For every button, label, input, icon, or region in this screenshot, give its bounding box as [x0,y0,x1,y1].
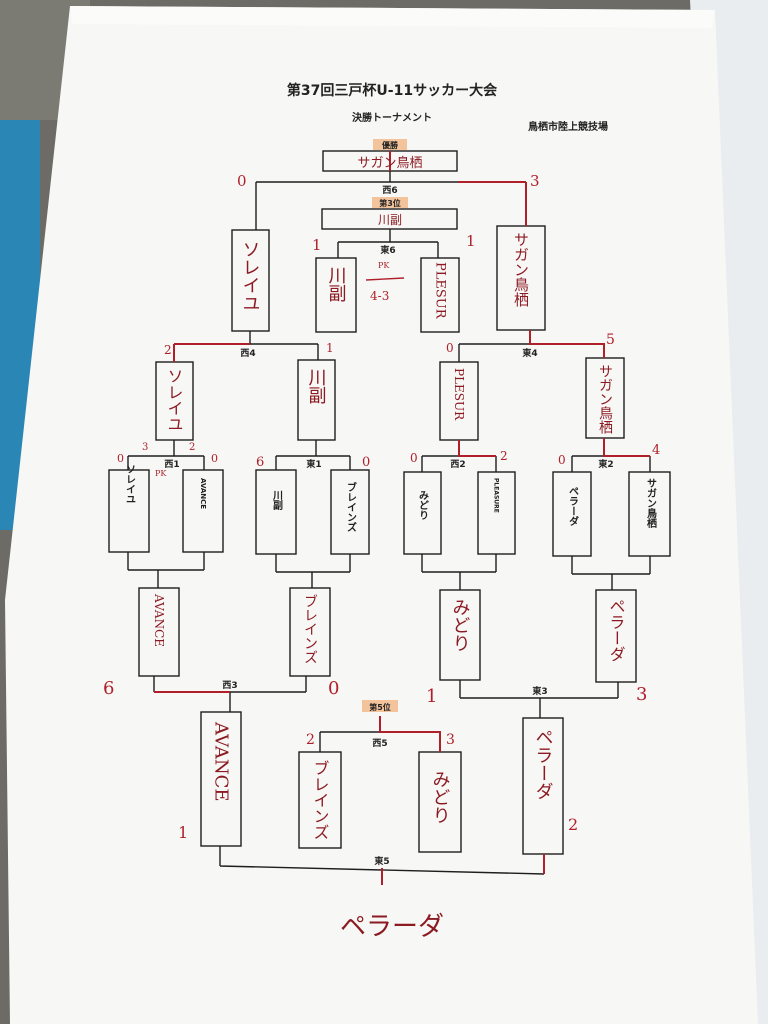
printed-teams: ソレイユ AVANCE 川副 ブレインズ みどり PLEASURE ペラーダ サ… [124,464,657,532]
paper-edge [70,6,715,28]
final-label: 優勝 [381,140,399,150]
score-w4-right: 1 [326,341,334,355]
paper-sheet [5,6,758,1024]
third-label-bg [372,197,408,208]
score-e4-left: 0 [446,341,454,355]
pk-score: 4-3 [370,289,389,303]
qf-soleil: ソレイユ [165,368,184,432]
score-w5-right: 3 [446,732,455,748]
match-higashi6: 東6 [380,244,395,256]
team-avance: AVANCE [199,478,207,509]
bracket-subtitle: 決勝トーナメント [352,111,432,124]
match-nishi2: 西2 [450,459,465,470]
third-label: 第3位 [379,198,401,208]
team-brains: ブレインズ [345,481,357,532]
score-e2-right: 4 [652,443,660,458]
fifth-label-bg [362,700,398,712]
fifth-label: 第5位 [369,702,391,712]
team-sagan: サガン鳥栖 [645,478,657,529]
qf-kawasoe: 川副 [306,368,327,405]
match-nishi5: 西5 [372,738,387,749]
score-w1-right: 0 [211,452,218,465]
score-third-right: 1 [466,232,476,250]
pk-note-third: PK [378,261,390,270]
score-w1-pk-right: 2 [189,442,195,453]
match-nishi6: 西6 [382,185,397,196]
score-e1-right: 0 [362,455,370,470]
score-w2-left: 0 [410,451,418,465]
match-labels: 西6 東6 西4 東4 西1 東1 西2 東2 西3 東3 西5 東5 [164,185,613,867]
lb-avance: AVANCE [152,593,166,647]
score-e1-left: 6 [256,455,264,470]
p5-brains: ブレインズ [311,760,330,840]
team-midori: みどり [417,490,429,520]
score-final-left: 0 [237,172,247,190]
match-higashi4: 東4 [522,347,537,359]
match-higashi2: 東2 [598,458,613,470]
p5-avance: AVANCE [211,721,232,802]
winner-traces [154,151,650,885]
score-w4-left: 2 [164,343,172,357]
pk-strike [365,277,405,281]
score-w2-right: 2 [500,449,508,463]
qf-sagan: サガン鳥栖 [597,364,613,434]
handwritten-names: サガン鳥栖 川副 ソレイユ サガン鳥栖 川副 PLESUR ソレイユ 川副 PL… [152,156,626,942]
match-higashi1: 東1 [306,458,321,470]
semi-plesur: PLESUR [433,262,448,320]
score-e5-left: 1 [178,823,188,842]
score-third-left: 1 [312,236,322,254]
score-e2-left: 0 [558,453,566,467]
team-kawasoe: 川副 [271,490,284,511]
qf-plesur: PLESUR [452,368,466,421]
tournament-title: 第37回三戸杯U-11サッカー大会 [287,82,498,99]
team-soleil: ソレイユ [124,464,136,504]
team-perada: ペラーダ [567,486,579,527]
pk-notes: PK 4-3 PK [155,261,405,478]
final-label-bg [373,139,407,150]
semi-kawasoe: 川副 [326,266,347,303]
lb-midori: みどり [450,598,471,652]
score-e3-left: 1 [426,686,437,707]
team-pleasure: PLEASURE [493,478,500,513]
score-e5-right: 2 [568,815,578,834]
lb-perada: ペラーダ [607,598,626,662]
score-e3-right: 3 [636,684,647,705]
p5-midori: みどり [430,770,451,824]
finalist-right: サガン鳥栖 [512,232,530,307]
score-w3-left: 6 [103,678,114,699]
match-higashi3: 東3 [532,685,547,697]
fifth-place-winner: ペラーダ [340,912,444,942]
finalist-left: ソレイユ [240,240,261,312]
score-w3-right: 0 [328,678,339,699]
score-final-right: 3 [530,172,540,190]
match-nishi3: 西3 [222,680,237,691]
p5-perada: ペラーダ [533,728,554,800]
score-w1-pk-left: 3 [142,442,148,453]
score-w5-left: 2 [306,732,315,748]
scores: 0 3 1 1 2 1 0 5 0 0 3 2 6 0 0 2 0 4 6 0 … [103,172,660,842]
lb-brains: ブレインズ [302,594,318,664]
pk-note-w1: PK [155,469,167,478]
match-nishi1: 西1 [164,459,179,470]
score-w1-left: 0 [117,452,124,465]
match-nishi4: 西4 [240,348,255,359]
champion-name: サガン鳥栖 [357,156,422,171]
score-e4-right: 5 [606,332,615,348]
venue-label: 鳥栖市陸上競技場 [528,120,608,133]
third-place-name: 川副 [378,213,402,227]
match-higashi5: 東5 [374,855,389,867]
